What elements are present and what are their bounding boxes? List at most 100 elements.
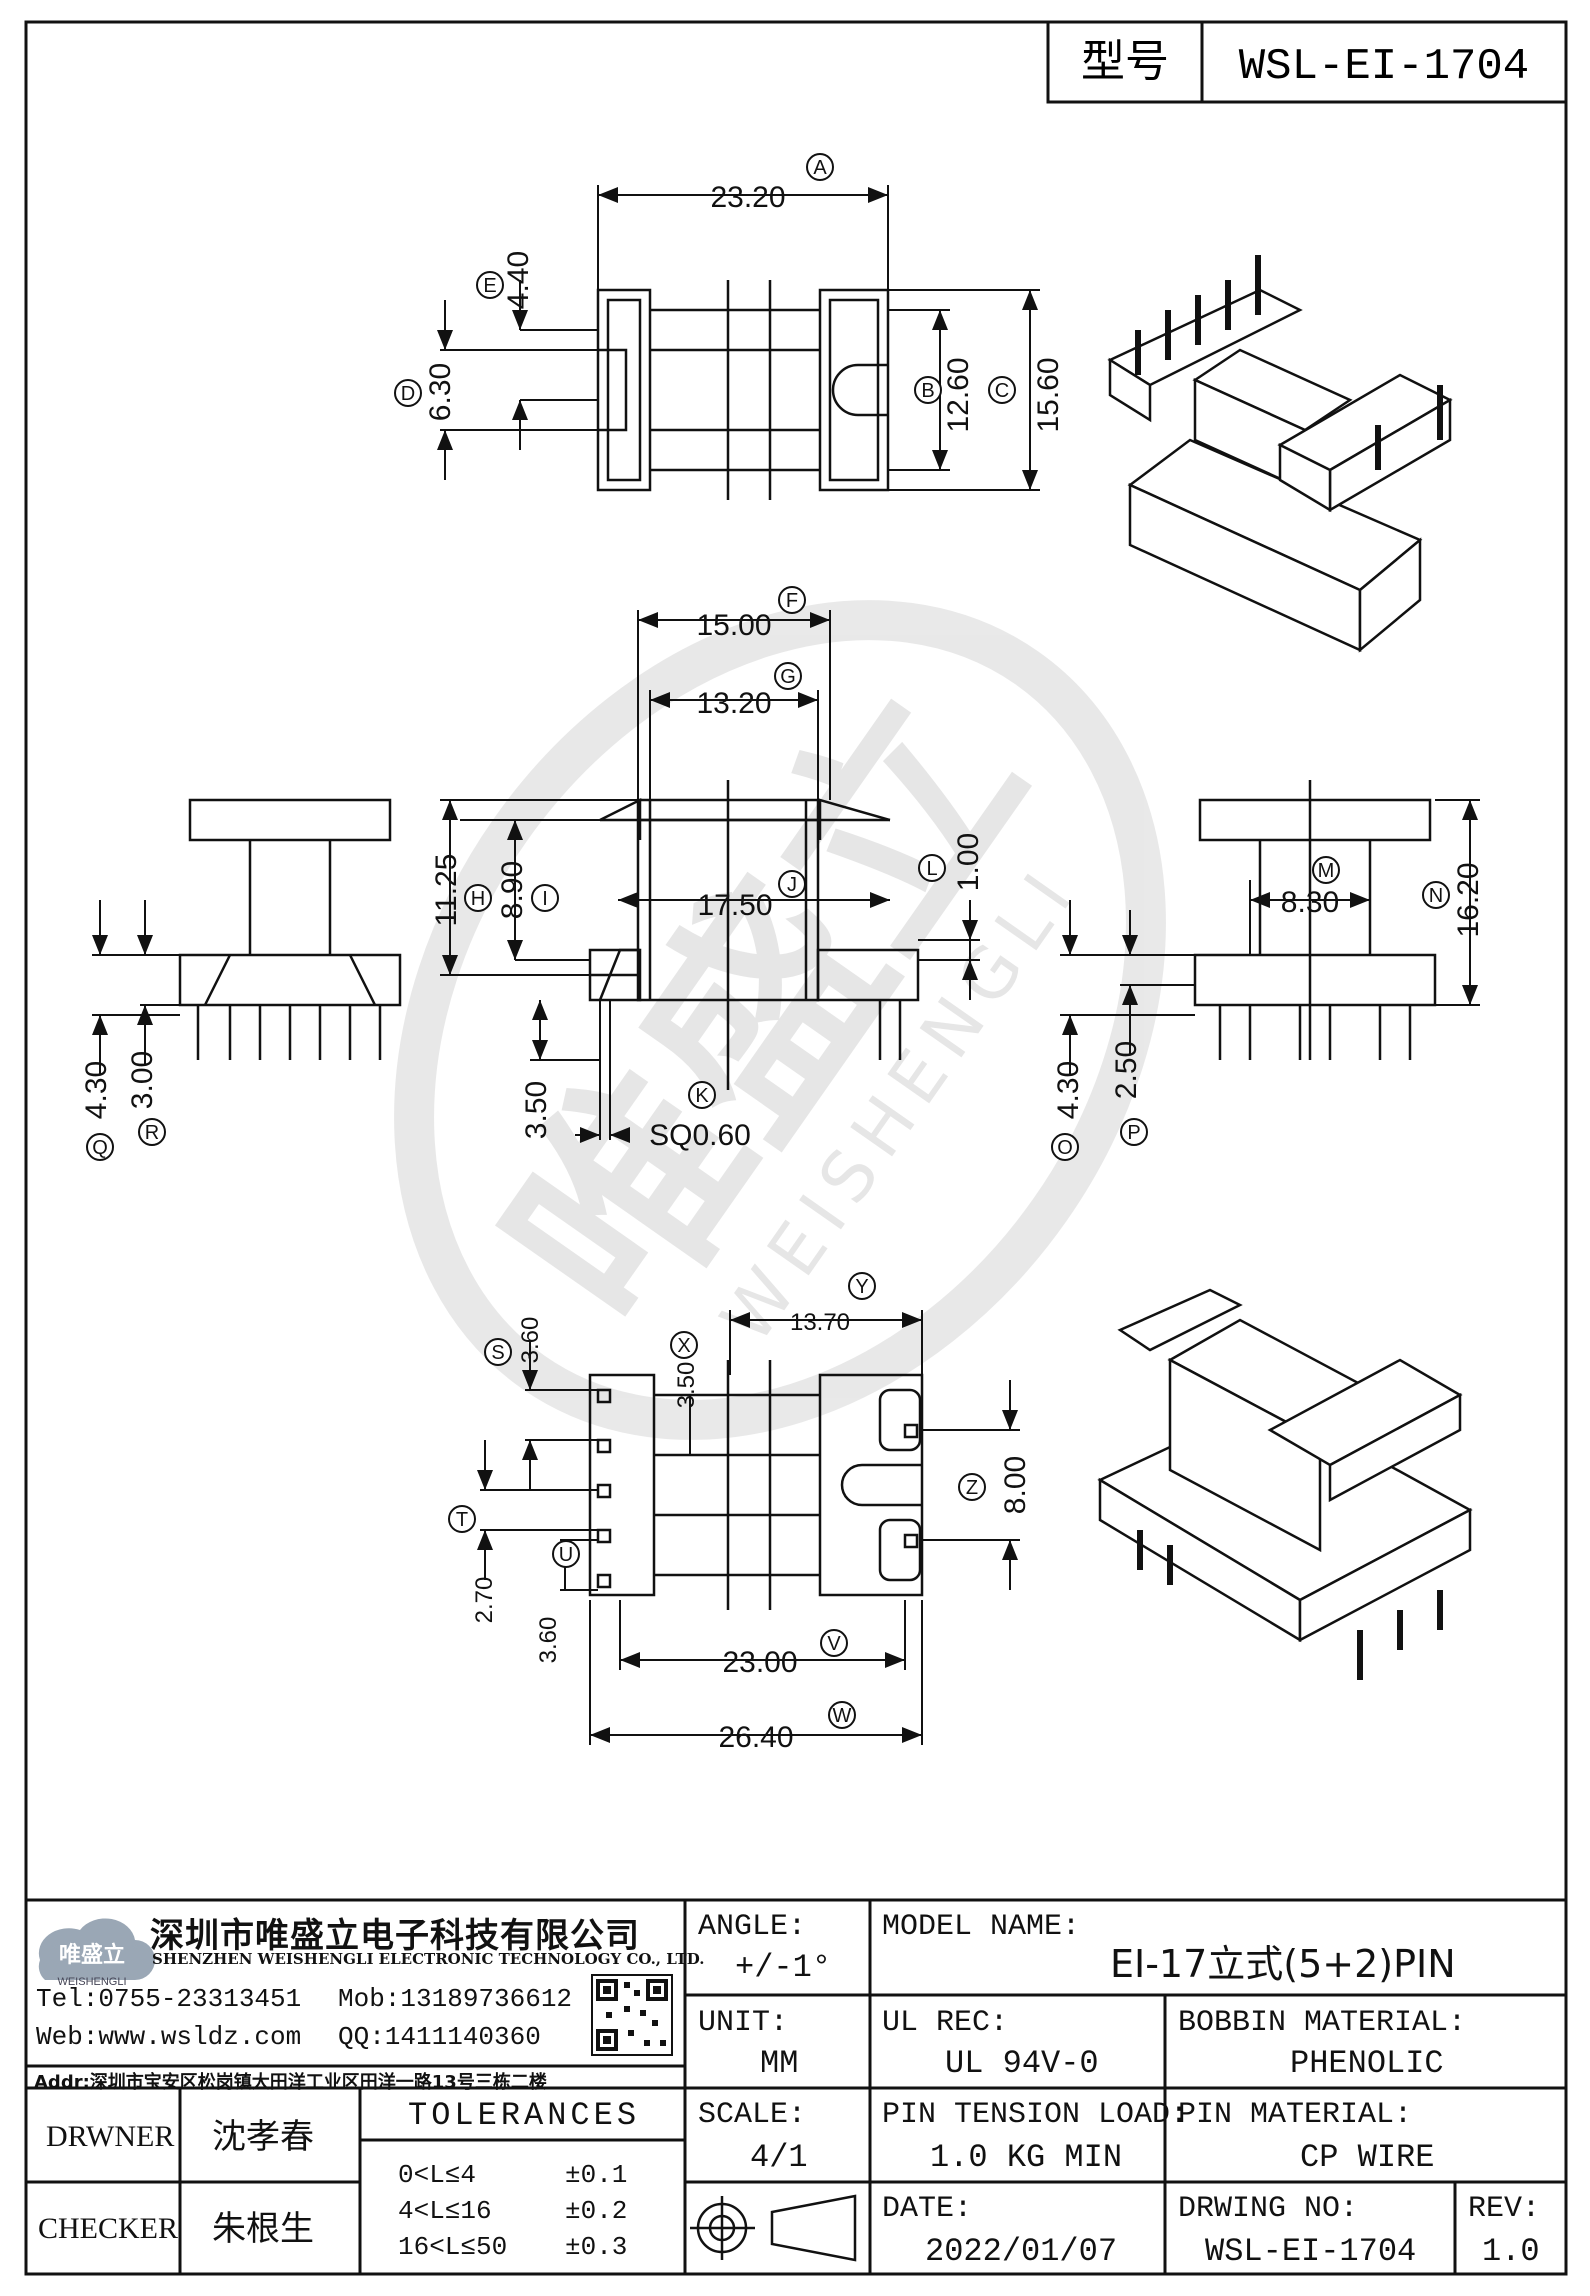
model-header: 型号 WSL-EI-1704 bbox=[1046, 20, 1568, 104]
tolerance-row: 16<L≤50 bbox=[398, 2232, 507, 2262]
left-side-dims bbox=[92, 900, 180, 1075]
balloon-n-label: N bbox=[1429, 885, 1443, 907]
company-addr: Addr:深圳市宝安区松岗镇大田洋工业区田洋一路13号三栋二楼 bbox=[34, 2072, 547, 2093]
balloon-e-label: E bbox=[483, 275, 496, 297]
balloon-i bbox=[531, 884, 559, 912]
balloon-r bbox=[138, 1118, 166, 1146]
balloon-r-label: R bbox=[145, 1122, 159, 1144]
dim-D: 6.30 bbox=[424, 363, 457, 421]
company-name-cn: 深圳市唯盛立电子科技有限公司 bbox=[150, 1916, 640, 1956]
balloon-m bbox=[1312, 856, 1340, 884]
bottom-view-dims bbox=[477, 1310, 1020, 1745]
balloon-d bbox=[394, 379, 422, 407]
dim-W: 26.40 bbox=[718, 1721, 793, 1754]
balloon-h bbox=[464, 884, 492, 912]
drwing-no-value: WSL-EI-1704 bbox=[1205, 2233, 1417, 2270]
balloon-g bbox=[774, 662, 802, 690]
checker-label: CHECKER bbox=[38, 2212, 179, 2245]
left-side-view bbox=[178, 798, 402, 1060]
balloon-e bbox=[476, 271, 504, 299]
dim-P: 2.50 bbox=[1110, 1041, 1143, 1099]
dim-Z: 8.00 bbox=[999, 1456, 1032, 1514]
balloon-o bbox=[1051, 1133, 1079, 1161]
date-label: DATE: bbox=[882, 2192, 973, 2226]
balloon-p bbox=[1120, 1118, 1148, 1146]
dim-Y: 13.70 bbox=[790, 1309, 850, 1336]
scale-value: 4/1 bbox=[750, 2139, 808, 2176]
tolerance-range: 16<L≤50 bbox=[398, 2232, 508, 2262]
balloon-l bbox=[918, 854, 946, 882]
balloon-v-label: V bbox=[827, 1633, 841, 1655]
balloon-c bbox=[988, 376, 1016, 404]
company-web: Web:www.wsldz.com bbox=[36, 2022, 302, 2052]
balloon-k-label: K bbox=[695, 1085, 709, 1107]
balloon-b-label: B bbox=[921, 380, 934, 402]
tolerance-row: 4<L≤16 bbox=[398, 2196, 492, 2226]
bobbin-material-value: PHENOLIC bbox=[1290, 2045, 1444, 2082]
tolerance-value: ±0.2 bbox=[565, 2196, 628, 2226]
bobbin-material-label: BOBBIN MATERIAL: bbox=[1178, 2006, 1467, 2040]
balloon-y bbox=[848, 1272, 876, 1300]
dim-H: 11.25 bbox=[430, 854, 463, 927]
balloon-m-label: M bbox=[1318, 860, 1335, 882]
iso-view-top bbox=[1107, 288, 1453, 653]
top-view-dims bbox=[437, 185, 1040, 491]
dim-N: 16.20 bbox=[1452, 862, 1485, 937]
dim-K-len: 3.50 bbox=[520, 1081, 553, 1139]
balloon-k bbox=[688, 1081, 716, 1109]
dim-O: 4.30 bbox=[1052, 1061, 1085, 1119]
dim-A: 23.20 bbox=[710, 181, 785, 214]
qr-code bbox=[591, 1974, 673, 2056]
balloon-u bbox=[552, 1540, 580, 1568]
balloon-f bbox=[778, 586, 806, 614]
company-mob: Mob:13189736612 bbox=[338, 1984, 573, 2014]
iso-pins-top bbox=[1135, 255, 1443, 470]
balloon-x-label: X bbox=[677, 1335, 690, 1357]
pin-material-label: PIN MATERIAL: bbox=[1178, 2098, 1413, 2132]
balloon-t bbox=[448, 1505, 476, 1533]
company-name-en: SHENZHEN WEISHENGLI ELECTRONIC TECHNOLOG… bbox=[152, 1950, 705, 1968]
balloon-y-label: Y bbox=[855, 1276, 868, 1298]
front-view-dims bbox=[440, 610, 980, 1143]
tolerance-range: 4<L≤16 bbox=[398, 2196, 492, 2226]
iso-pins-bottom bbox=[1137, 1530, 1443, 1680]
scale-label: SCALE: bbox=[698, 2098, 807, 2132]
dim-S: 3.60 bbox=[517, 1317, 544, 1364]
angle-value: +/-1° bbox=[735, 1949, 832, 1986]
ul-rec-value: UL 94V-0 bbox=[945, 2045, 1099, 2082]
dim-X: 3.50 bbox=[673, 1362, 700, 1409]
pin-tension-value: 1.0 KG MIN bbox=[930, 2139, 1123, 2176]
tolerance-row: 0<L≤4 bbox=[398, 2160, 476, 2190]
balloon-z-label: Z bbox=[966, 1477, 978, 1499]
balloon-z bbox=[958, 1473, 986, 1501]
right-side-dims bbox=[1060, 799, 1480, 1075]
logo-text: 唯盛立 bbox=[59, 1942, 125, 1968]
company-logo: 唯盛立 WEISHENGLI bbox=[38, 1918, 155, 1988]
balloon-j bbox=[778, 870, 806, 898]
dim-C: 15.60 bbox=[1032, 357, 1065, 432]
drawner-value: 沈孝春 bbox=[212, 2117, 314, 2157]
sheet-border bbox=[24, 20, 1568, 2276]
dim-U: 3.60 bbox=[535, 1617, 562, 1664]
dim-F: 15.00 bbox=[696, 609, 771, 642]
ul-rec-label: UL REC: bbox=[882, 2006, 1009, 2040]
right-side-view bbox=[1193, 780, 1437, 1060]
balloon-n bbox=[1422, 881, 1450, 909]
balloon-l-label: L bbox=[926, 858, 937, 880]
balloon-i-label: I bbox=[542, 888, 548, 910]
balloon-u-label: U bbox=[559, 1544, 573, 1566]
model-name-label: MODEL NAME: bbox=[882, 1910, 1081, 1944]
balloon-v bbox=[820, 1629, 848, 1657]
title-block bbox=[26, 1898, 1566, 2274]
balloon-c-label: C bbox=[995, 380, 1009, 402]
unit-value: MM bbox=[760, 2045, 799, 2082]
drawner-label: DRWNER bbox=[46, 2120, 175, 2153]
top-view bbox=[596, 280, 890, 500]
dim-R: 3.00 bbox=[126, 1051, 159, 1109]
balloon-h-label: H bbox=[471, 888, 485, 910]
model-name-value: EI-17立式(5+2)PIN bbox=[1110, 1942, 1456, 1986]
dim-Q: 4.30 bbox=[80, 1061, 113, 1119]
dim-J: 17.50 bbox=[697, 889, 772, 922]
dim-G: 13.20 bbox=[696, 687, 771, 720]
balloon-f-label: F bbox=[786, 590, 798, 612]
